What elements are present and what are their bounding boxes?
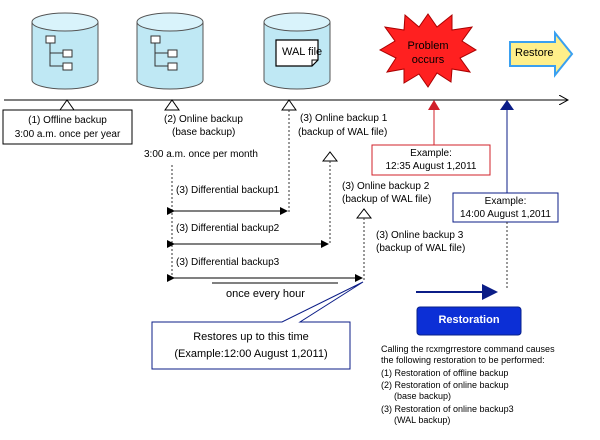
- restore-arrow-shape: [509, 30, 574, 78]
- example-restore-box: [452, 192, 559, 223]
- restore-label: Restore: [515, 47, 554, 59]
- wal1-title: (3) Online backup 1: [300, 113, 388, 124]
- example-problem-box: [371, 144, 491, 176]
- offline-backup-schedule: 3:00 a.m. once per year: [14, 129, 121, 140]
- online-backup-title: (2) Online backup: [164, 114, 243, 125]
- problem-starburst: [378, 13, 478, 88]
- restores-callout: [151, 281, 364, 370]
- wal3-title: (3) Online backup 3: [376, 230, 464, 241]
- database-icon-base: [136, 12, 204, 90]
- notes-line-3: (1) Restoration of offline backup: [381, 368, 509, 378]
- problem-label-2: occurs: [411, 54, 445, 66]
- wal-file-cylinder: [263, 12, 331, 90]
- example-problem-title: Example:: [410, 148, 452, 159]
- example-problem-time: 12:35 August 1,2011: [385, 161, 477, 172]
- online-backup-marker: [164, 99, 180, 111]
- online-backup-schedule: 3:00 a.m. once per month: [144, 149, 258, 160]
- offline-backup-box: [2, 109, 133, 145]
- diff3-label: (3) Differential backup3: [176, 257, 280, 268]
- notes-line-4: (2) Restoration of online backup: [381, 380, 509, 390]
- wal3-sub: (backup of WAL file): [376, 243, 466, 254]
- problem-label-1: Problem: [407, 40, 449, 52]
- wal1-sub: (backup of WAL file): [298, 127, 388, 138]
- wal-file-label: WAL file: [282, 46, 323, 58]
- wal1-marker: [281, 99, 297, 111]
- diff1-label: (3) Differential backup1: [176, 185, 280, 196]
- restores-up-to-example: (Example:12:00 August 1,2011): [174, 348, 328, 360]
- wal3-marker: [355, 208, 373, 219]
- wal2-title: (3) Online backup 2: [342, 181, 430, 192]
- restoration-button[interactable]: Restoration: [438, 314, 500, 326]
- restoration-button-shape: [416, 306, 522, 336]
- online-backup-sub: (base backup): [172, 127, 236, 138]
- offline-backup-title: (1) Offline backup: [28, 115, 107, 126]
- notes-line-1: Calling the rcxmgrrestore command causes: [381, 344, 555, 354]
- restore-marker: [500, 100, 514, 110]
- example-restore-time: 14:00 August 1,2011: [459, 209, 551, 220]
- notes-line-5: (base backup): [394, 391, 452, 401]
- database-icon-offline: [31, 12, 99, 90]
- notes-line-7: (WAL backup): [394, 415, 451, 425]
- restores-up-to-title: Restores up to this time: [193, 331, 309, 343]
- notes-line-6: (3) Restoration of online backup3: [381, 404, 514, 414]
- problem-marker: [428, 100, 440, 110]
- notes-line-2: the following restoration to be performe…: [381, 355, 545, 365]
- hourly-label: once every hour: [226, 288, 305, 300]
- wal2-sub: (backup of WAL file): [342, 194, 432, 205]
- wal2-marker: [321, 151, 339, 162]
- offline-backup-marker: [59, 99, 75, 111]
- diff2-label: (3) Differential backup2: [176, 223, 280, 234]
- example-restore-title: Example:: [484, 196, 527, 207]
